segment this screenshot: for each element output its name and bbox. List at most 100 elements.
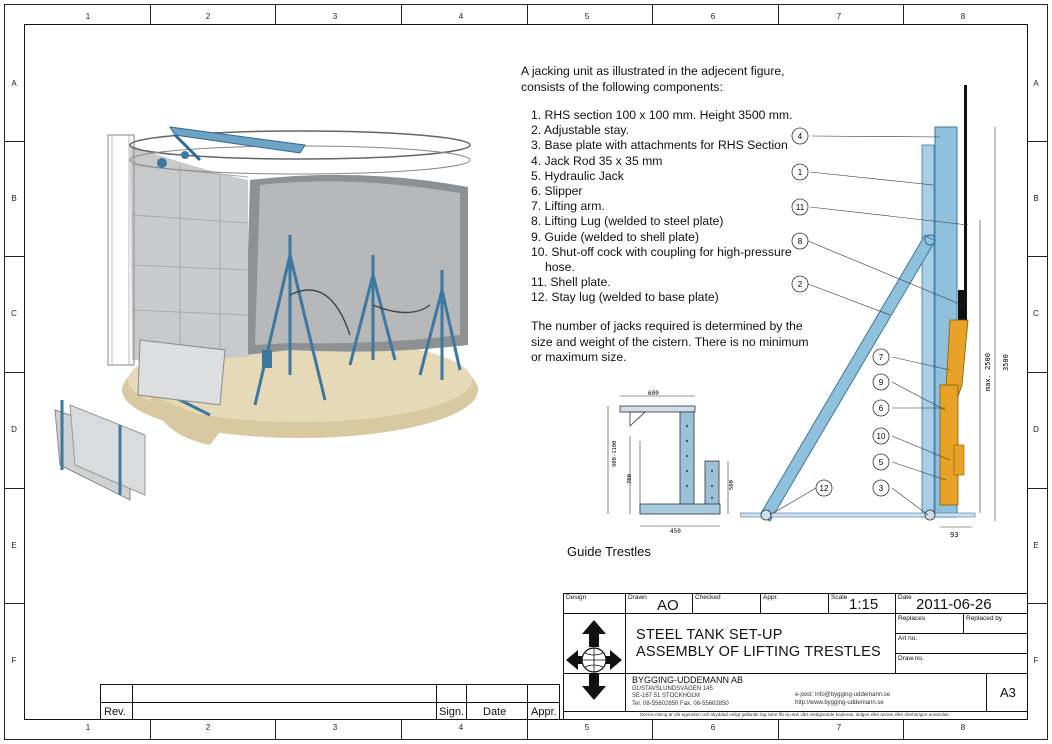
grid-row-e-right: E: [1033, 541, 1039, 550]
rev-sign-label: Sign.: [439, 706, 465, 718]
callout-3: 3: [879, 484, 884, 493]
grid-col-6-bottom: 6: [710, 723, 716, 732]
grid-col-1: 1: [85, 12, 91, 21]
dim-450: 450: [670, 528, 681, 535]
shell-plate: [137, 339, 226, 406]
company-web: http://www.bygging-uddemann.se: [795, 700, 884, 706]
guide-trestles-caption: Guide Trestles: [567, 544, 651, 559]
component-item: 11. Shell plate.: [531, 275, 611, 290]
callout-9: 9: [879, 378, 884, 387]
jack-trestles: [169, 235, 462, 417]
component-item: 5. Hydraulic Jack: [531, 168, 624, 183]
component-item: 12. Stay lug (welded to base plate): [531, 290, 719, 305]
component-item: 2. Adjustable stay.: [531, 123, 630, 138]
crane-boom: [169, 126, 306, 154]
grid-col-6: 6: [710, 12, 716, 21]
drawn-value: AO: [657, 597, 679, 614]
rev-appr-label: Appr.: [531, 706, 557, 718]
dim-600: 600: [648, 390, 659, 397]
callout-10: 10: [877, 432, 886, 441]
jack-count-note: The number of jacks required is determin…: [531, 319, 809, 365]
callout-11: 11: [796, 203, 805, 212]
replaces-label: Replaces: [898, 615, 926, 622]
grid-row-c: C: [11, 309, 17, 318]
replaced-by-label: Replaced by: [966, 615, 1003, 622]
scale-label: Scale: [831, 594, 848, 601]
rev-date-label: Date: [483, 706, 507, 718]
appr-label: Appr.: [763, 594, 779, 601]
checked-label: Checked: [695, 594, 721, 601]
dim-max-2500: max. 2500: [984, 353, 992, 391]
jacking-unit-side-view: max. 2500 3500 93 4 1 11 8 2 7 9 6 10 5 …: [740, 85, 1010, 539]
grid-row-b-right: B: [1033, 194, 1039, 203]
callout-7: 7: [879, 353, 884, 362]
component-item: 6. Slipper: [531, 184, 583, 199]
callout-1: 1: [798, 168, 803, 177]
scale-value: 1:15: [849, 596, 879, 613]
callout-8: 8: [798, 237, 803, 246]
callout-4: 4: [798, 132, 803, 141]
grid-row-e: E: [11, 541, 17, 550]
company-address-1: GUSTAVSLUNDSVÄGEN 145: [632, 686, 713, 692]
sheet-inner-border: [24, 24, 1028, 720]
dim-500: 500: [729, 480, 735, 490]
grid-col-4-bottom: 4: [458, 723, 464, 732]
drawn-label: Drawn: [628, 594, 647, 601]
grid-col-3: 3: [332, 12, 338, 21]
callout-2: 2: [798, 280, 803, 289]
callout-6: 6: [879, 404, 884, 413]
design-label: Design: [566, 594, 587, 601]
grid-col-3-bottom: 3: [332, 723, 338, 732]
component-item: 8. Lifting Lug (welded to steel plate): [531, 214, 724, 229]
grid-row-f: F: [11, 656, 17, 665]
sheet-size: A3: [1000, 685, 1016, 700]
grid-col-5: 5: [584, 12, 590, 21]
company-name: BYGGING-UDDEMANN AB: [632, 675, 744, 685]
grid-col-1-bottom: 1: [85, 723, 91, 732]
company-phone: Tel. 08-55602850 Fax. 08-55602850: [632, 701, 729, 707]
draw-no-label: Draw.no.: [898, 655, 924, 662]
component-item: 9. Guide (welded to shell plate): [531, 229, 700, 244]
dim-900-1100: 900-1100: [612, 441, 618, 468]
grid-col-7: 7: [836, 12, 842, 21]
dim-93: 93: [950, 531, 958, 539]
grid-col-7-bottom: 7: [836, 723, 842, 732]
component-item: 3. Base plate with attachments for RHS S…: [531, 138, 788, 153]
grid-row-d-right: D: [1033, 425, 1039, 434]
company-logo: [566, 620, 622, 700]
callout-5: 5: [879, 458, 884, 467]
tank-railing: [129, 130, 471, 160]
grid-col-8: 8: [960, 12, 966, 21]
date-label: Date: [898, 594, 912, 601]
grid-col-8-bottom: 8: [960, 723, 966, 732]
grid-col-4: 4: [458, 12, 464, 21]
date-value: 2011-06-26: [916, 596, 992, 613]
grid-row-d: D: [11, 425, 17, 434]
art-no-label: Art no.: [898, 635, 918, 642]
drawing-title-line1: STEEL TANK SET-UP: [636, 627, 783, 643]
components-list: 1. RHS section 100 x 100 mm. Height 3500…: [531, 108, 831, 306]
grid-row-c-right: C: [1033, 309, 1039, 318]
company-address-2: SE-167 51 STOCKHOLM: [632, 693, 700, 699]
component-item: 7. Lifting arm.: [531, 199, 605, 214]
rev-label: Rev.: [104, 706, 126, 718]
grid-col-2-bottom: 2: [205, 723, 211, 732]
component-item: 4. Jack Rod 35 x 35 mm: [531, 153, 663, 168]
dim-700: 700: [627, 474, 633, 484]
component-item: 1. RHS section 100 x 100 mm. Height 3500…: [531, 108, 793, 122]
grid-col-2: 2: [205, 12, 211, 21]
component-item: 10. Shut-off cock with coupling for high…: [531, 244, 792, 275]
jack-rod: [964, 85, 967, 295]
grid-row-f-right: F: [1033, 656, 1039, 665]
grid-col-5-bottom: 5: [584, 723, 590, 732]
company-email: e-post: info@bygging-uddemann.se: [795, 692, 891, 698]
tank-illustration: [54, 126, 478, 501]
adjustable-stay: [759, 234, 936, 522]
grid-row-a: A: [11, 79, 17, 88]
intro-paragraph: A jacking unit as illustrated in the adj…: [521, 64, 785, 94]
callout-12: 12: [820, 484, 829, 493]
guide-trestle-drawing: 600 900-1100 700 500 450: [607, 390, 735, 535]
grid-row-a-right: A: [1033, 79, 1039, 88]
dim-3500: 3500: [1002, 354, 1010, 371]
drawing-title-line2: ASSEMBLY OF LIFTING TRESTLES: [636, 644, 881, 660]
